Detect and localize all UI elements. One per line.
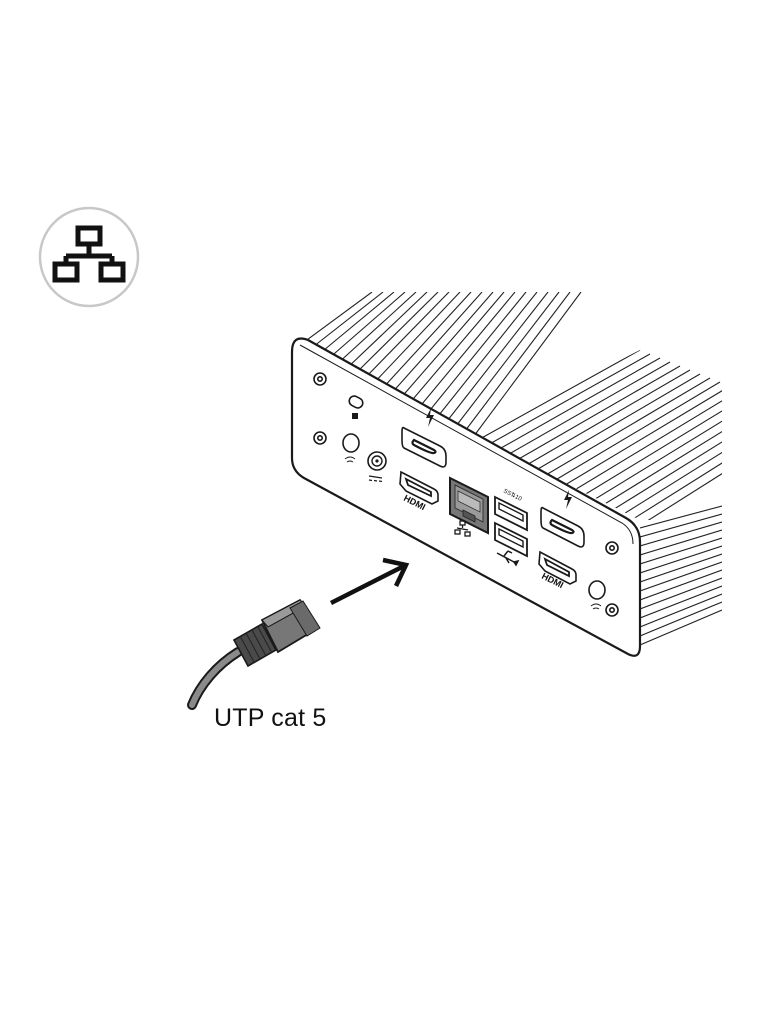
thunderbolt-icon <box>426 408 434 427</box>
network-badge <box>38 206 140 308</box>
lock-icon <box>352 413 358 419</box>
network-lan-small-icon <box>454 520 471 537</box>
usb-c-port-left <box>401 408 447 468</box>
antenna-mount-right <box>588 580 606 610</box>
cable-label: UTP cat 5 <box>214 704 327 732</box>
usb-c-port-right <box>540 490 585 548</box>
screw-icon <box>313 431 327 445</box>
thunderbolt-icon <box>564 490 572 509</box>
wifi-icon <box>344 456 356 463</box>
dc-symbol-icon <box>368 475 383 483</box>
lock-slot <box>348 395 364 419</box>
utp-cable <box>187 598 321 710</box>
heatsink-fins-right <box>477 350 722 520</box>
heatsink-fins-side <box>640 505 722 646</box>
screw-icon <box>605 603 619 617</box>
dc-power-jack <box>367 451 387 483</box>
network-lan-icon <box>52 225 126 283</box>
heatsink-fins-left <box>300 292 582 441</box>
insert-direction-arrow-icon <box>329 557 410 606</box>
screw-icon <box>605 541 619 555</box>
rj45-lan-port[interactable] <box>449 476 489 537</box>
screw-icon <box>313 372 327 386</box>
usb-icon <box>496 550 520 567</box>
wifi-icon <box>590 603 602 610</box>
antenna-mount-left <box>342 433 360 463</box>
front-panel-edge <box>299 344 634 545</box>
panel-screws <box>313 372 619 617</box>
usb-a-ports: SS⇅10 <box>494 488 528 567</box>
